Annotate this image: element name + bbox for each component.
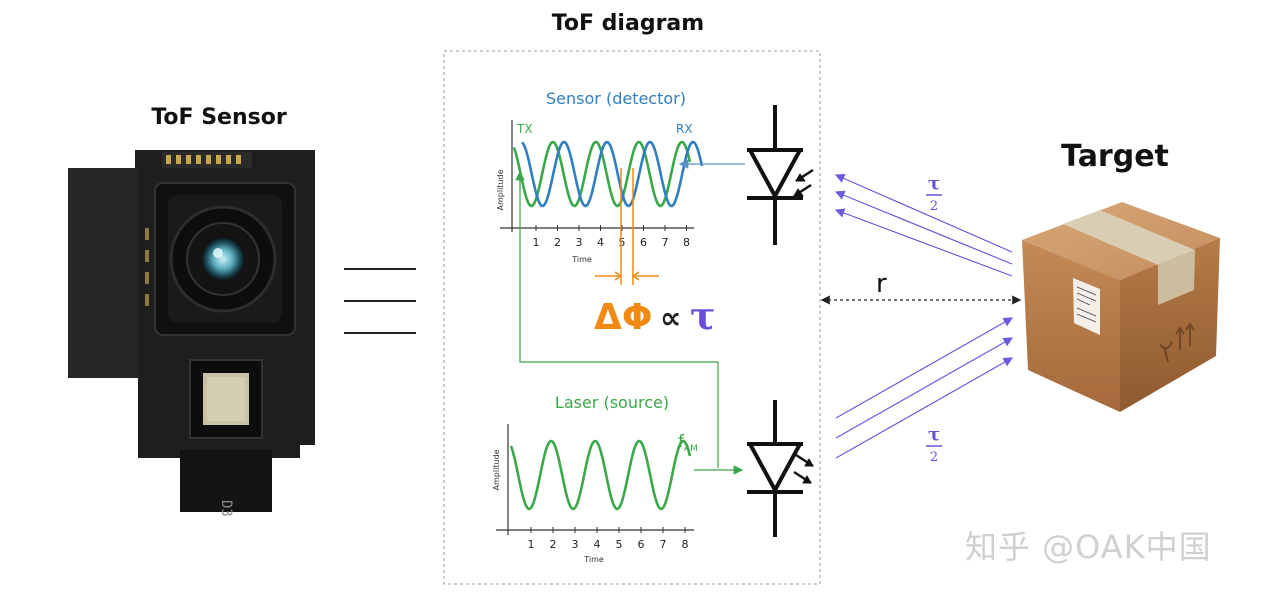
source-ticks: 1 2 3 4 5 6 7 8 [528, 527, 689, 551]
tick-label: 2 [550, 538, 557, 551]
svg-text:2: 2 [930, 199, 938, 214]
return-beams [834, 173, 1013, 277]
emitted-beams [835, 317, 1014, 459]
tick-label: 2 [554, 236, 561, 249]
source-ylabel: Amplitude [492, 449, 501, 490]
detector-ticks: 1 2 3 4 5 6 7 8 [533, 225, 690, 249]
tau-half-bottom: τ 2 [926, 424, 942, 465]
tick-label: 6 [638, 538, 645, 551]
lens [202, 238, 244, 280]
source-axes: Amplitude Time [492, 424, 694, 564]
detector-ylabel: Amplitude [496, 169, 505, 210]
tick-label: 8 [682, 538, 689, 551]
svg-text:D3: D3 [218, 500, 234, 517]
target-title: Target [1061, 139, 1169, 174]
rx-waveform [521, 140, 704, 208]
detector-xlabel: Time [571, 255, 592, 264]
source-title: Laser (source) [555, 393, 669, 412]
distance-label: r [876, 269, 887, 299]
tick-label: 3 [576, 236, 583, 249]
proportional-sign: ∝ [660, 301, 681, 336]
tick-label: 5 [616, 538, 623, 551]
tx-feedback-line [519, 168, 719, 468]
tx-label: TX [516, 122, 533, 136]
diagram-frame [443, 50, 821, 585]
source-waveform [509, 439, 692, 511]
equivalence-lines [344, 268, 416, 334]
svg-text:τ: τ [928, 424, 940, 445]
tau-half-top: τ 2 [926, 173, 942, 214]
tick-label: 5 [619, 236, 626, 249]
photodiode-icon [747, 105, 814, 245]
tick-label: 7 [660, 538, 667, 551]
tau-symbol: τ [690, 293, 716, 338]
delta-phi: ΔΦ [594, 297, 652, 338]
tick-label: 4 [594, 538, 601, 551]
phase-shift-marker [595, 168, 659, 285]
detector-title: Sensor (detector) [546, 89, 686, 108]
tick-label: 6 [640, 236, 647, 249]
target-box-icon [1022, 202, 1220, 412]
rx-label: RX [676, 122, 693, 136]
tick-label: 3 [572, 538, 579, 551]
watermark: 知乎 @OAK中国 [965, 528, 1212, 566]
tick-label: 4 [597, 236, 604, 249]
sensor-title: ToF Sensor [151, 105, 287, 130]
tick-label: 8 [683, 236, 690, 249]
detector-axes: Amplitude Time [496, 120, 694, 264]
tick-label: 1 [528, 538, 535, 551]
tof-sensor-image: D3 [68, 150, 315, 517]
laser-diode-icon [747, 400, 814, 537]
tick-label: 1 [533, 236, 540, 249]
svg-text:2: 2 [930, 450, 938, 465]
tick-label: 7 [662, 236, 669, 249]
diagram-title: ToF diagram [552, 11, 704, 36]
svg-text:τ: τ [928, 173, 940, 194]
source-xlabel: Time [583, 555, 604, 564]
